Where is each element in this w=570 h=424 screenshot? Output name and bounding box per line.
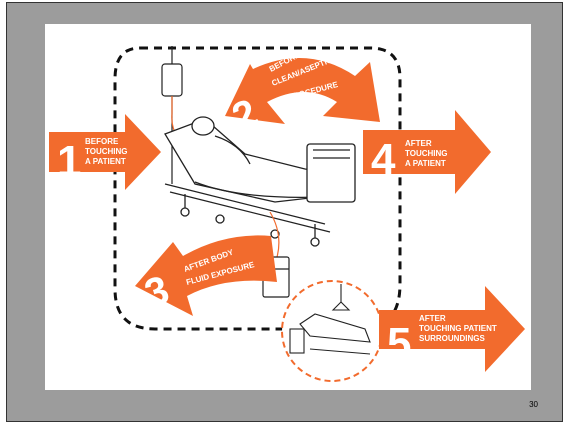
moment-4-arrow: 4 AFTER TOUCHING A PATIENT bbox=[363, 110, 491, 194]
moment-1-line2: TOUCHING bbox=[85, 147, 128, 156]
page-number: 30 bbox=[529, 400, 538, 409]
moment-4-number: 4 bbox=[371, 135, 396, 184]
patient-bed-illustration bbox=[165, 117, 355, 246]
moment-5-line2: TOUCHING PATIENT bbox=[419, 324, 497, 333]
moment-1-arrow: 1 BEFORE TOUCHING A PATIENT bbox=[49, 114, 161, 190]
five-moments-diagram: 1 BEFORE TOUCHING A PATIENT 2 BEFORE CLE… bbox=[45, 24, 531, 390]
moment-4-line2: TOUCHING bbox=[405, 149, 448, 158]
slide: 1 BEFORE TOUCHING A PATIENT 2 BEFORE CLE… bbox=[45, 24, 531, 390]
moment-5-line3: SURROUNDINGS bbox=[419, 334, 485, 343]
moment-5-line1: AFTER bbox=[419, 314, 446, 323]
moment-5-arrow: 5 AFTER TOUCHING PATIENT SURROUNDINGS bbox=[379, 286, 525, 372]
moment-4-line1: AFTER bbox=[405, 139, 432, 148]
moment-3-arrow: 3 AFTER BODY FLUID EXPOSURE RISK bbox=[135, 235, 277, 316]
moment-1-line3: A PATIENT bbox=[85, 157, 126, 166]
moment-3-line3: RISK bbox=[194, 288, 215, 300]
moment-1-number: 1 bbox=[57, 137, 81, 186]
moment-2-arrow: 2 BEFORE CLEAN/ASEPTIC PROCEDURE bbox=[225, 50, 380, 140]
moment-4-line3: A PATIENT bbox=[405, 159, 446, 168]
moment-1-line1: BEFORE bbox=[85, 137, 119, 146]
slide-frame: 1 BEFORE TOUCHING A PATIENT 2 BEFORE CLE… bbox=[6, 2, 563, 422]
moment-5-number: 5 bbox=[387, 319, 411, 368]
